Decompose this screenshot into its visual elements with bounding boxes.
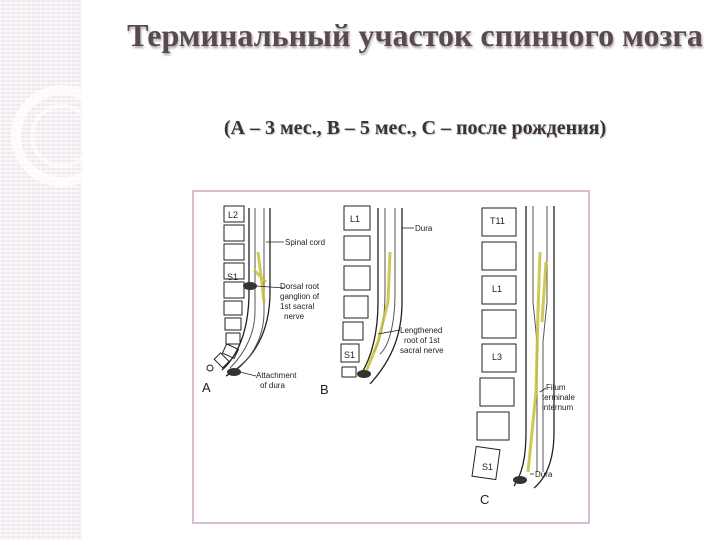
vertebra <box>481 309 517 339</box>
vertebra <box>223 224 245 242</box>
coccyx <box>206 364 214 372</box>
vertebra <box>343 205 371 231</box>
dorsal-root-ganglion <box>513 476 527 484</box>
label-s1: S1 <box>344 350 355 360</box>
label-l3: L3 <box>492 352 502 362</box>
panel-c: T11 L1 L3 S1 Filum terminale internum Du… <box>471 206 575 507</box>
vertebra <box>223 262 245 280</box>
dura-outline <box>359 208 379 377</box>
vertebra <box>224 317 242 331</box>
dura-attachment <box>227 368 241 376</box>
label-t11: T11 <box>490 216 505 226</box>
panel-b: L1 S1 Dura Lengthened root of 1st sacral… <box>320 205 444 397</box>
dura-outline <box>221 208 250 371</box>
label-s1: S1 <box>482 462 493 472</box>
panel-letter-b: B <box>320 382 329 397</box>
vertebra <box>343 265 371 291</box>
vertebra <box>213 352 230 369</box>
vertebra <box>223 281 245 299</box>
vertebra <box>342 321 364 341</box>
spinal-cord <box>233 208 265 373</box>
nerve-roots <box>252 251 268 303</box>
spinal-cord-figure: L2 S1 Spinal cord Dorsal root ganglion o… <box>192 190 590 524</box>
dura-outline <box>369 208 403 385</box>
figure-drawing: L2 S1 Spinal cord Dorsal root ganglion o… <box>202 205 575 507</box>
vertebra <box>481 241 517 271</box>
callout-drg-1: Dorsal root <box>280 282 320 291</box>
panel-letter-a: A <box>202 380 211 395</box>
label-l1: L1 <box>492 284 502 294</box>
label-l1: L1 <box>350 214 360 224</box>
vertebra <box>341 366 357 378</box>
slide-title: Терминальный участок спинного мозга <box>127 17 703 53</box>
vertebra <box>223 300 243 316</box>
vertebra <box>479 377 515 407</box>
vertebra <box>340 343 360 363</box>
callout-dura: Dura <box>415 224 433 233</box>
callout-spinal-cord: Spinal cord <box>285 238 325 247</box>
callout-drg-4: nerve <box>284 312 305 321</box>
callout-dura-attach-1: Attachment <box>256 371 297 380</box>
vertebra <box>223 205 245 223</box>
dorsal-root-ganglion <box>357 370 371 378</box>
callout-drg-3: 1st sacral <box>280 302 314 311</box>
decorative-rings <box>11 85 100 187</box>
spinal-cord <box>379 208 396 355</box>
callout-root-3: sacral nerve <box>400 346 444 355</box>
slide-subtitle: (А – 3 мес., В – 5 мес., С – после рожде… <box>223 117 607 139</box>
callout-dura: Dura <box>535 470 553 479</box>
callout-drg-2: ganglion of <box>280 292 320 301</box>
callout-root-2: root of 1st <box>404 336 440 345</box>
spinal-cord <box>532 206 538 472</box>
spinal-cord <box>542 206 548 472</box>
vertebra <box>223 243 245 261</box>
dura-outline <box>533 206 555 489</box>
callout-filum-3: internum <box>542 403 573 412</box>
callout-root-1: Lengthened <box>400 326 442 335</box>
callout-filum-1: Filum <box>546 383 566 392</box>
nerve-roots <box>526 251 548 473</box>
vertebra <box>481 343 517 373</box>
callout-dura-attach-2: of dura <box>260 381 285 390</box>
panel-a: L2 S1 Spinal cord Dorsal root ganglion o… <box>202 205 325 395</box>
spinal-cord <box>229 208 256 369</box>
vertebra <box>481 275 517 305</box>
nerve-roots <box>364 251 392 373</box>
dorsal-root-ganglion <box>243 282 257 290</box>
label-l2: L2 <box>228 210 238 220</box>
label-s1: S1 <box>227 272 238 282</box>
vertebra <box>471 445 501 481</box>
vertebra <box>343 235 371 261</box>
panel-letter-c: C <box>480 492 489 507</box>
vertebra <box>476 411 510 441</box>
callout-filum-2: terminale <box>542 393 575 402</box>
vertebra <box>481 207 517 237</box>
vertebra <box>343 295 369 319</box>
vertebra <box>225 332 241 345</box>
